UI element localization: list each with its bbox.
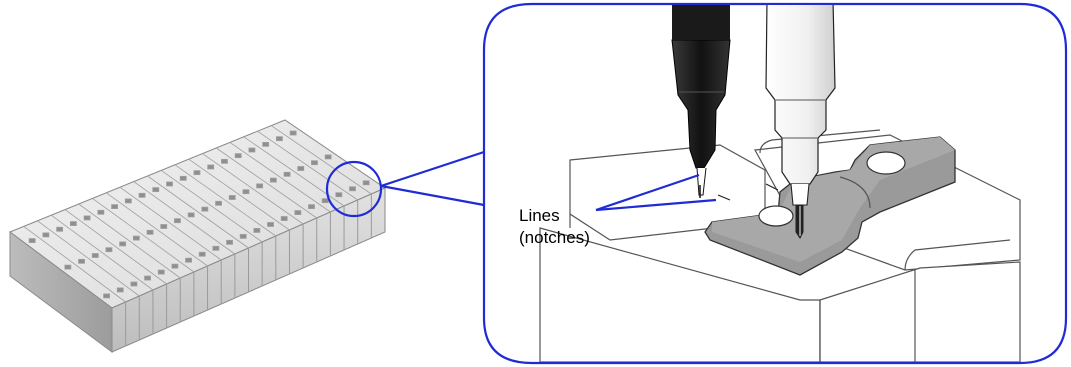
busbar-hole-right bbox=[866, 151, 906, 175]
battery-pack-illustration bbox=[8, 119, 387, 353]
soldering-tool-icon bbox=[671, 5, 731, 198]
notch-lines-label: Lines (notches) bbox=[519, 205, 590, 249]
busbar-closeup-illustration bbox=[539, 5, 1021, 362]
leader-line-upper bbox=[595, 173, 700, 212]
leader-line-lower bbox=[595, 198, 717, 212]
highlight-circle bbox=[325, 160, 383, 218]
zoom-connector-upper bbox=[380, 150, 485, 188]
busbar-hole-left bbox=[758, 205, 794, 227]
zoom-connector-lower bbox=[380, 184, 485, 207]
label-line-1: Lines bbox=[519, 206, 560, 225]
probe-tool-icon bbox=[765, 5, 836, 239]
label-line-2: (notches) bbox=[519, 228, 590, 247]
